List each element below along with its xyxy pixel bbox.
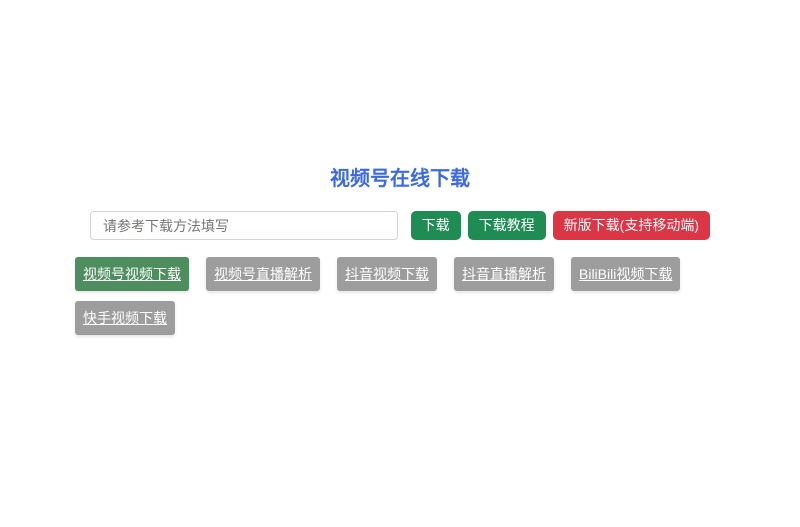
tab-bilibili-video-download[interactable]: BiliBili视频下载	[571, 257, 681, 291]
tab-douyin-live-parse[interactable]: 抖音直播解析	[454, 257, 554, 291]
download-form-row: 下载 下载教程 新版下载(支持移动端)	[90, 211, 710, 240]
download-tutorial-button[interactable]: 下载教程	[467, 211, 546, 240]
tab-shipinhao-video-download[interactable]: 视频号视频下载	[75, 257, 189, 291]
page-title: 视频号在线下载	[330, 168, 470, 190]
video-url-input[interactable]	[90, 211, 398, 240]
new-version-download-button[interactable]: 新版下载(支持移动端)	[552, 211, 710, 240]
tab-douyin-video-download[interactable]: 抖音视频下载	[337, 257, 437, 291]
download-button[interactable]: 下载	[410, 211, 461, 240]
tab-kuaishou-video-download[interactable]: 快手视频下载	[75, 301, 175, 335]
tab-shipinhao-live-parse[interactable]: 视频号直播解析	[206, 257, 320, 291]
platform-tabs: 视频号视频下载 视频号直播解析 抖音视频下载 抖音直播解析 BiliBili视频…	[75, 257, 720, 335]
